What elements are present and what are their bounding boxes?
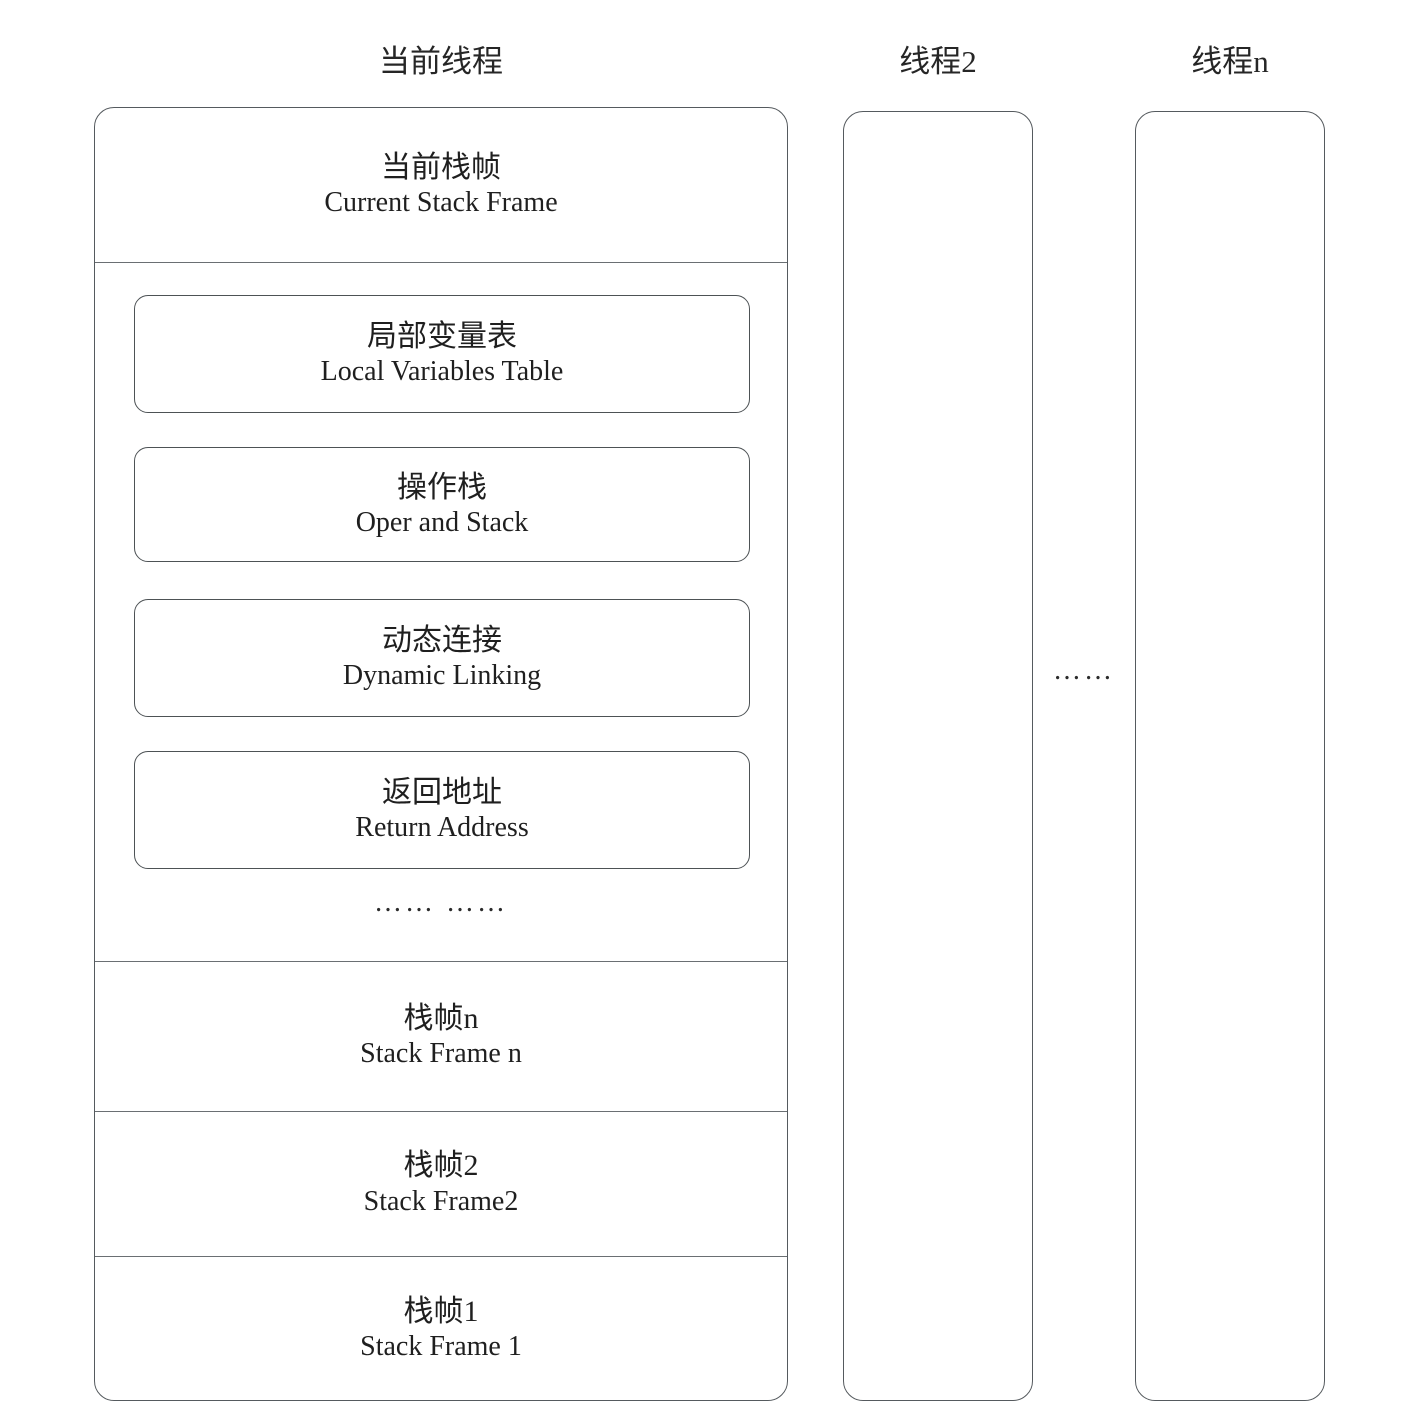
frame-stack-frame-1-label-en: Stack Frame 1 (360, 1331, 522, 1363)
frame-current-stack-frame: 当前栈帧 Current Stack Frame (95, 108, 787, 262)
frame-stack-frame-2-label-cn: 栈帧2 (403, 1149, 479, 1183)
frame-stack-frame-1: 栈帧1 Stack Frame 1 (95, 1256, 787, 1402)
frame-stack-frame-n: 栈帧n Stack Frame n (95, 961, 787, 1111)
detail-return-address: 返回地址 Return Address (134, 751, 750, 869)
column-title-thread-n: 线程n (1191, 44, 1269, 79)
thread-gap-ellipsis-text: …… (1053, 655, 1115, 686)
frame-stack-frame-2-label-en: Stack Frame2 (363, 1185, 519, 1217)
detail-local-variables-table-label-en: Local Variables Table (320, 356, 564, 388)
detail-dynamic-linking-label-cn: 动态连接 (382, 624, 502, 658)
stack-current-thread: 当前栈帧 Current Stack Frame 局部变量表 Local Var… (94, 107, 788, 1401)
current-frame-detail-region: 局部变量表 Local Variables Table 操作栈 Oper and… (95, 262, 787, 961)
frame-divider-1 (95, 262, 787, 263)
column-title-thread-2: 线程2 (899, 44, 977, 79)
detail-operand-stack: 操作栈 Oper and Stack (134, 447, 750, 562)
frame-stack-frame-n-label-cn: 栈帧n (403, 1001, 479, 1035)
frame-current-stack-frame-label-en: Current Stack Frame (324, 187, 558, 219)
detail-operand-stack-label-en: Oper and Stack (355, 506, 529, 538)
detail-dynamic-linking: 动态连接 Dynamic Linking (134, 599, 750, 717)
frame-stack-frame-1-label-cn: 栈帧1 (403, 1294, 479, 1328)
frame-stack-frame-2: 栈帧2 Stack Frame2 (95, 1111, 787, 1256)
detail-return-address-label-cn: 返回地址 (382, 776, 502, 810)
detail-local-variables-table-label-cn: 局部变量表 (367, 320, 517, 354)
frame-divider-2 (95, 961, 787, 962)
stack-thread-n (1135, 111, 1325, 1401)
frame-stack-frame-n-label-en: Stack Frame n (360, 1038, 522, 1070)
detail-local-variables-table: 局部变量表 Local Variables Table (134, 295, 750, 413)
detail-operand-stack-label-cn: 操作栈 (397, 470, 487, 504)
stack-thread-2 (843, 111, 1033, 1401)
detail-ellipsis-text: …… …… (374, 887, 508, 918)
detail-dynamic-linking-label-en: Dynamic Linking (342, 660, 542, 692)
frame-current-stack-frame-label-cn: 当前栈帧 (381, 150, 501, 184)
column-title-current-thread: 当前线程 (379, 44, 503, 79)
detail-return-address-label-en: Return Address (355, 812, 529, 844)
frame-divider-4 (95, 1256, 787, 1257)
frame-divider-3 (95, 1111, 787, 1112)
